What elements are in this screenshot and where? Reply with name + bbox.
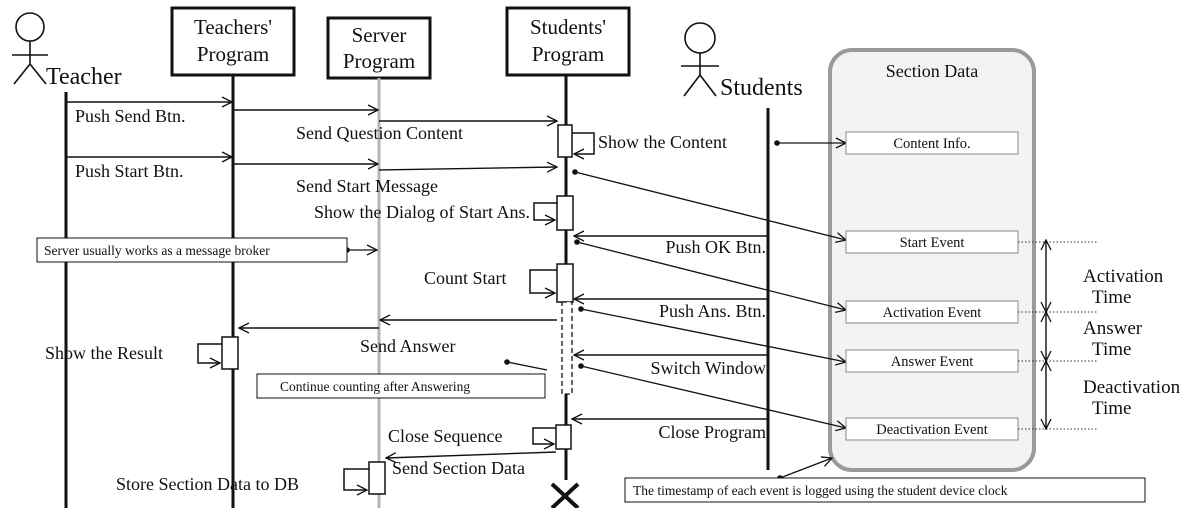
deactivation-time-label-line1: Deactivation xyxy=(1083,377,1181,398)
deactivation-time-label-line2: Time xyxy=(1092,398,1131,419)
server-program-box: Server Program xyxy=(326,16,432,80)
send-question-label: Send Question Content xyxy=(296,123,463,143)
start-event-box: Start Event xyxy=(845,230,1019,254)
timestamp-note-text: The timestamp of each event is logged us… xyxy=(633,483,1008,498)
continue-counting-note: Continue counting after Answering xyxy=(256,373,546,399)
broker-note-text: Server usually works as a message broker xyxy=(44,243,270,258)
start-event-label: Start Event xyxy=(900,235,965,251)
section-data-title: Section Data xyxy=(886,61,978,81)
activation-event-label: Activation Event xyxy=(883,305,982,321)
teacher-actor-icon xyxy=(12,12,48,85)
deactivation-event-box: Deactivation Event xyxy=(845,417,1019,441)
show-result-label: Show the Result xyxy=(45,343,163,363)
students-program-box: Students' Program xyxy=(505,6,631,77)
self-call-brackets xyxy=(197,132,595,490)
teacher-label: Teacher xyxy=(46,64,122,90)
timestamp-note: The timestamp of each event is logged us… xyxy=(624,477,1146,503)
send-answer-label: Send Answer xyxy=(360,336,456,356)
push-send-label: Push Send Btn. xyxy=(75,106,186,126)
continue-counting-note-text: Continue counting after Answering xyxy=(280,379,470,394)
push-ok-label: Push OK Btn. xyxy=(665,237,766,257)
deactivation-event-label: Deactivation Event xyxy=(876,422,988,438)
close-activation-bar xyxy=(555,424,572,450)
store-section-data-label: Store Section Data to DB xyxy=(116,474,299,494)
time-guide-lines xyxy=(1018,241,1098,430)
send-section-data-label: Send Section Data xyxy=(392,458,525,478)
teachers-program-box: Teachers' Program xyxy=(170,6,296,77)
students-program-label-line1: Students' xyxy=(530,15,606,39)
answer-time-label-line1: Answer xyxy=(1083,318,1143,339)
content-info-box: Content Info. xyxy=(845,131,1019,155)
students-label: Students xyxy=(720,75,803,101)
message-arrows xyxy=(66,102,768,458)
activation-time-label-line2: Time xyxy=(1092,287,1131,308)
store-activation-bar xyxy=(368,461,386,495)
content-activation-bar xyxy=(557,124,573,158)
switch-window-label: Switch Window xyxy=(651,358,766,378)
send-start-label: Send Start Message xyxy=(296,176,438,196)
result-activation-bar xyxy=(221,336,239,370)
show-dialog-label: Show the Dialog of Start Ans. xyxy=(314,202,530,222)
push-start-label: Push Start Btn. xyxy=(75,161,184,181)
counting-dashed-bar xyxy=(561,301,573,395)
event-logging-arrows xyxy=(347,143,846,478)
activation-event-box: Activation Event xyxy=(845,300,1019,324)
broker-note: Server usually works as a message broker xyxy=(36,237,348,263)
answer-time-label-line2: Time xyxy=(1092,339,1131,360)
students-actor-icon xyxy=(681,22,719,97)
server-program-label-line2: Program xyxy=(343,49,415,73)
students-program-label-line2: Program xyxy=(532,42,604,66)
answer-event-label: Answer Event xyxy=(891,354,974,370)
answer-event-box: Answer Event xyxy=(845,349,1019,373)
termination-cross-icon xyxy=(550,482,580,508)
teachers-program-label-line2: Program xyxy=(197,42,269,66)
count-start-label: Count Start xyxy=(424,268,507,288)
dialog-activation-bar xyxy=(556,195,574,231)
push-ans-label: Push Ans. Btn. xyxy=(659,301,766,321)
section-data-panel xyxy=(828,48,1036,472)
show-content-label: Show the Content xyxy=(598,132,727,152)
close-program-label: Close Program xyxy=(659,422,767,442)
count-activation-bar xyxy=(556,263,574,303)
content-info-label: Content Info. xyxy=(893,136,970,152)
close-sequence-label: Close Sequence xyxy=(388,426,502,446)
teachers-program-label-line1: Teachers' xyxy=(194,15,272,39)
server-program-label-line1: Server xyxy=(352,23,407,47)
activation-time-label-line1: Activation xyxy=(1083,266,1164,287)
